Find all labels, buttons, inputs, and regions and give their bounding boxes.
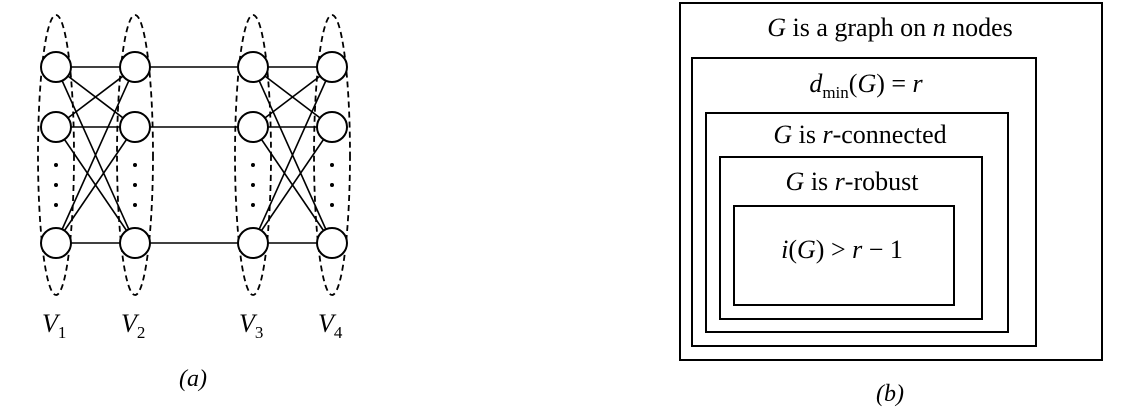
box-label-0: G is a graph on n nodes (767, 13, 1013, 42)
edges-v3-v4 (252, 66, 333, 244)
panel-a: V1 V2 V3 V4 (a) (37, 14, 351, 392)
node-v3-1 (237, 51, 269, 83)
box-label-4: i(G) > r − 1 (781, 235, 903, 264)
node-v2-1 (119, 51, 151, 83)
nodes (40, 51, 348, 259)
partition-ellipse-v2 (116, 14, 154, 296)
node-v3-2 (237, 111, 269, 143)
box-graph-n-nodes (679, 2, 1103, 361)
box-label-2: G is r-connected (773, 120, 946, 149)
edges-v2-v3 (135, 66, 253, 244)
ellipsis-dots (54, 163, 334, 207)
partition-label-v3: V3 (239, 309, 263, 342)
node-v4-3 (316, 227, 348, 259)
partition-label-v2: V2 (121, 309, 145, 342)
caption-a: (a) (179, 366, 207, 392)
box-isoperimetric (733, 205, 955, 306)
edges-v1-v2 (55, 66, 136, 244)
node-v1-2 (40, 111, 72, 143)
box-dmin (691, 57, 1037, 347)
partition-ellipse-v3 (234, 14, 272, 296)
node-v1-1 (40, 51, 72, 83)
box-r-connected (705, 112, 1009, 333)
node-v4-1 (316, 51, 348, 83)
box-label-1: dmin(G) = r (809, 69, 923, 102)
node-v3-3 (237, 227, 269, 259)
box-label-3: G is r-robust (786, 167, 920, 196)
node-v1-3 (40, 227, 72, 259)
partition-ellipse-v1 (37, 14, 75, 296)
panel-b: G is a graph on n nodes dmin(G) = r G is… (679, 2, 1103, 407)
caption-b: (b) (876, 381, 904, 407)
node-v4-2 (316, 111, 348, 143)
partition-ellipse-v4 (313, 14, 351, 296)
node-v2-3 (119, 227, 151, 259)
node-v2-2 (119, 111, 151, 143)
box-r-robust (719, 156, 983, 320)
partition-label-v1: V1 (42, 309, 66, 342)
partition-label-v4: V4 (318, 309, 343, 342)
